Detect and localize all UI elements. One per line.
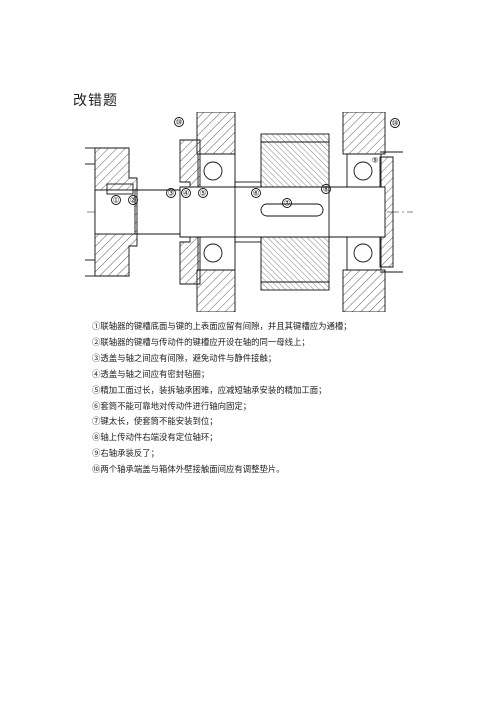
- note-item: ③透盖与轴之间应有间隙，避免动件与静件接触；: [92, 352, 277, 363]
- marker-10-right: ⑩: [392, 119, 399, 128]
- marker-10: ⑩: [176, 118, 183, 127]
- marker-3: ③: [168, 189, 175, 198]
- shaft-assembly-drawing: ⑩ ⑩ ⑧ ③ ④ ⑤ ⑥ ⑦ ① ② ⑨: [85, 112, 413, 312]
- note-item: ②联轴器的键槽与传动件的键槽应开设在轴的同一母线上；: [92, 336, 310, 347]
- note-item: ①联轴器的键槽底面与键的上表面应留有间隙，并且其键槽应为通槽；: [92, 321, 352, 331]
- note-item: ⑧轴上传动件右端没有定位轴环；: [92, 432, 218, 443]
- note-item: ⑦键太长，使套筒不能安装到位；: [92, 416, 218, 427]
- marker-8: ⑧: [323, 185, 330, 194]
- note-item: ④透盖与轴之间应有密封毡圈；: [92, 368, 210, 379]
- marker-4: ④: [183, 189, 190, 198]
- marker-6: ⑥: [253, 189, 260, 198]
- note-item: ⑩两个轴承端盖与箱体外壁接触面间应有调整垫片。: [92, 464, 285, 475]
- marker-1: ①: [113, 196, 120, 205]
- correction-notes-list: ①联轴器的键槽底面与键的上表面应留有间隙，并且其键槽应为通槽； ②联轴器的键槽与…: [92, 319, 352, 478]
- note-item: ⑨右轴承装反了；: [92, 448, 159, 459]
- marker-2: ②: [130, 196, 137, 205]
- page-title: 改错题: [73, 93, 118, 109]
- note-item: ⑤精加工面过长，装拆轴承困难，应减短轴承安装的精加工面；: [92, 384, 327, 395]
- marker-9: ⑨: [372, 156, 379, 165]
- note-item: ⑥套筒不能可靠地对传动件进行轴向固定；: [92, 400, 252, 411]
- marker-7: ⑦: [284, 199, 291, 208]
- marker-5: ⑤: [200, 189, 207, 198]
